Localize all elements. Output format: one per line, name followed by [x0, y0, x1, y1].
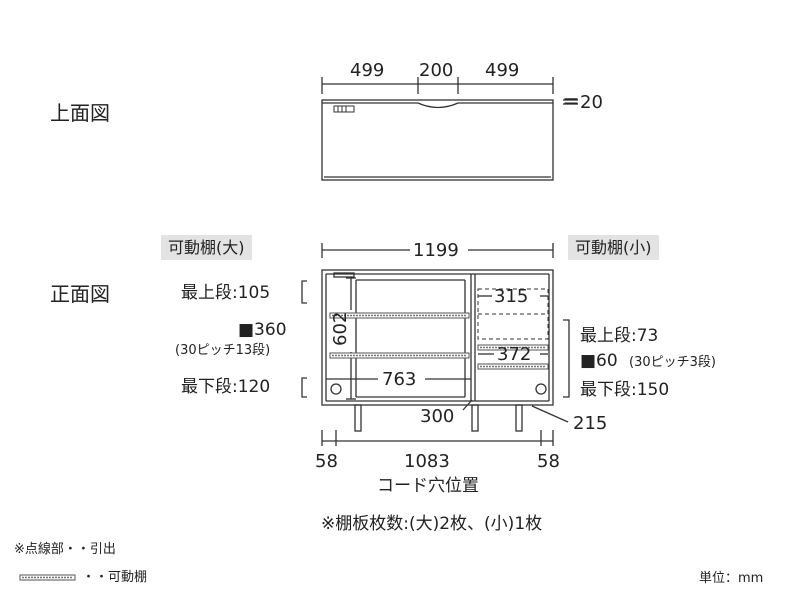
- unit-note: 単位：mm: [699, 571, 764, 586]
- dim-leg-right: 215: [573, 413, 608, 434]
- dim-top-left: 499: [350, 60, 385, 81]
- left-top-level: 最上段:105: [181, 283, 271, 303]
- shelf-count-note: ※棚板枚数:(大)2枚、(小)1枚: [321, 514, 543, 534]
- depth-note: ＝20: [562, 92, 603, 113]
- dim-shelf-lower: 372: [497, 344, 532, 365]
- left-pitch: (30ピッチ13段): [175, 343, 271, 358]
- leg-left: [354, 404, 362, 432]
- right-top-level: 最上段:73: [580, 326, 659, 346]
- dim-cord-center: 1083: [404, 451, 450, 472]
- right-pitch: (30ピッチ3段): [629, 355, 716, 370]
- tag-movable-shelf-small: 可動棚(小): [568, 235, 659, 260]
- dim-top-right: 499: [485, 60, 520, 81]
- right-bottom-level: 最下段:150: [580, 380, 670, 400]
- tag-movable-shelf-large: 可動棚(大): [161, 235, 252, 260]
- leg-right: [515, 404, 523, 432]
- front-view-title: 正面図: [50, 282, 110, 306]
- dim-total-width: 1199: [413, 240, 459, 261]
- dim-cord-left: 58: [315, 451, 338, 472]
- drawer-outline: [477, 288, 549, 340]
- cord-hole-right: [535, 383, 547, 395]
- dim-cord-right: 58: [537, 451, 560, 472]
- right-range: ■60: [580, 351, 618, 371]
- cord-hole-left: [330, 383, 342, 395]
- shelf-legend: ・・可動棚: [82, 570, 148, 585]
- dim-inner-width: 763: [382, 369, 417, 390]
- dim-shelf-upper: 315: [494, 286, 529, 307]
- top-view-notch: [322, 102, 553, 109]
- dotted-legend: ※点線部・・引出: [14, 542, 116, 557]
- dim-top-center: 200: [419, 60, 454, 81]
- left-bottom-level: 最下段:120: [181, 377, 271, 397]
- front-view-body: [321, 269, 554, 406]
- movable-shelves: [329, 312, 549, 370]
- leg-center: [471, 404, 479, 432]
- top-view-title: 上面図: [50, 101, 110, 125]
- left-range: ■360: [238, 320, 287, 340]
- cord-caption: コード穴位置: [377, 476, 479, 496]
- top-view-body: [321, 99, 554, 181]
- dim-inner-height: 602: [330, 311, 351, 346]
- dim-leg-left: 300: [420, 406, 455, 427]
